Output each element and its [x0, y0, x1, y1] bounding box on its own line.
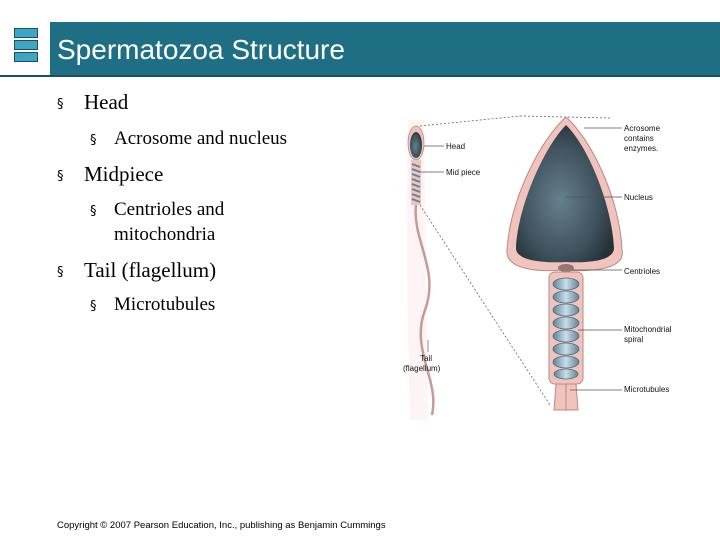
enlarged-sperm — [506, 116, 623, 411]
slide-title: Spermatozoa Structure — [57, 34, 345, 65]
label-mitochondrial: Mitochondrial — [624, 325, 672, 334]
bullet-text: Tail (flagellum) — [84, 258, 217, 282]
small-sperm-midpiece — [411, 160, 421, 205]
bullet-marker: § — [57, 265, 64, 280]
decor-square-1 — [14, 28, 38, 38]
header-rule — [0, 75, 720, 77]
bullet-text: Midpiece — [84, 162, 164, 186]
leader-lines — [420, 127, 622, 391]
small-sperm — [406, 120, 435, 420]
bullet-marker: § — [57, 169, 64, 184]
label-microtubules: Microtubules — [624, 385, 669, 394]
bullet-marker: § — [90, 133, 97, 148]
label-tail: Tail — [420, 354, 432, 363]
label-flagellum: (flagellum) — [403, 364, 441, 373]
bullet-text: mitochondria — [114, 224, 216, 245]
small-sperm-tail — [414, 204, 435, 416]
title-bar — [50, 22, 720, 76]
label-acrosome: Acrosome — [624, 124, 661, 133]
label-spiral: spiral — [624, 335, 643, 344]
mitochondrial-spiral — [552, 277, 580, 380]
label-acrosome-enzymes: enzymes. — [624, 144, 658, 153]
zoom-connectors — [419, 115, 611, 406]
copyright-notice: Copyright © 2007 Pearson Education, Inc.… — [57, 520, 386, 531]
label-acrosome-contains: contains — [624, 134, 654, 143]
bullet-text: Microtubules — [114, 294, 216, 315]
bullet-text: Acrosome and nucleus — [114, 128, 288, 149]
label-nucleus: Nucleus — [624, 193, 653, 202]
decor-square-3 — [14, 52, 38, 62]
bullet-text: Centrioles and — [114, 199, 225, 220]
small-sperm-head — [410, 132, 422, 158]
bullet-marker: § — [90, 204, 97, 219]
slide-header: Spermatozoa Structure — [0, 0, 720, 76]
label-mid-piece: Mid piece — [446, 168, 481, 177]
label-head: Head — [446, 142, 465, 151]
bullet-text: Head — [84, 90, 129, 114]
bullet-marker: § — [90, 299, 97, 314]
centrioles-shape — [558, 264, 574, 272]
bullet-marker: § — [57, 97, 64, 112]
label-centrioles: Centrioles — [624, 267, 660, 276]
decor-square-2 — [14, 40, 38, 50]
nucleus-shape — [516, 125, 614, 263]
